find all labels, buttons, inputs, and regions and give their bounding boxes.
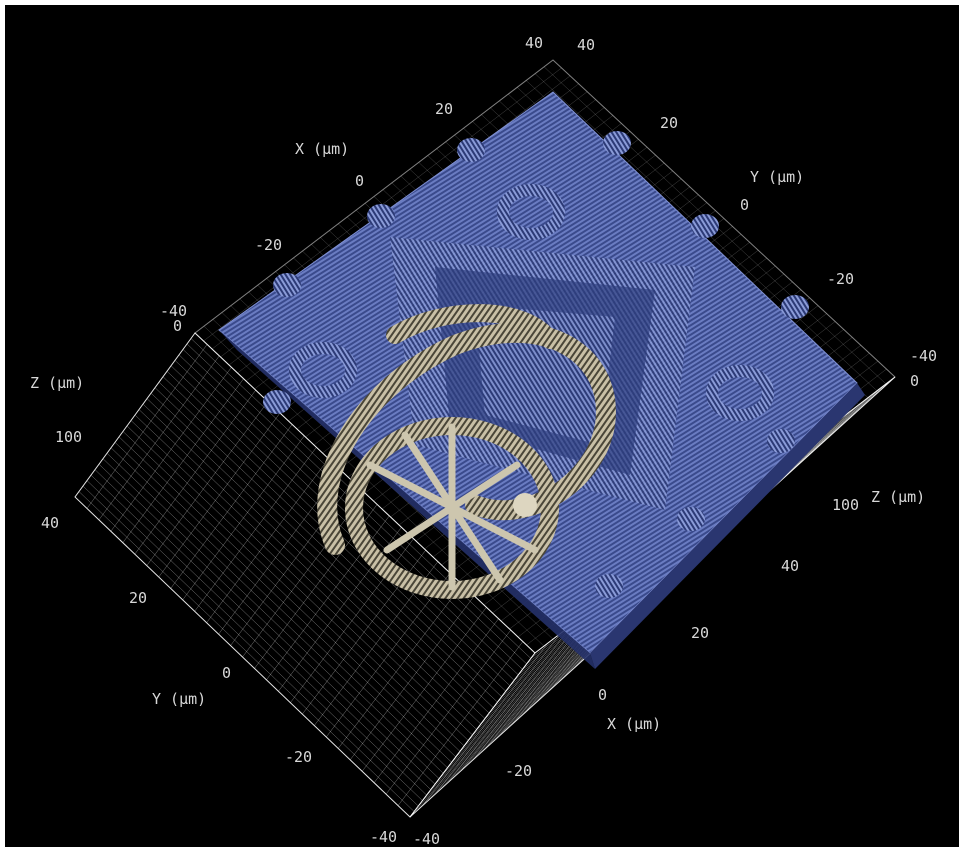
y-axis-top-tick-20: 20 (660, 114, 679, 132)
substrate-block (218, 91, 865, 669)
x-axis-top-tick-0: 0 (355, 172, 365, 190)
y-axis-bottom-tick-40: 40 (41, 514, 60, 532)
y-axis-bottom-tick-0: 0 (222, 664, 232, 682)
y-axis-bottom-tick-m40: -40 (370, 828, 398, 846)
y-axis-top-tick-0: 0 (740, 196, 750, 214)
z-axis-right-tick-0: 0 (910, 372, 920, 390)
x-axis-bottom-title: X (µm) (607, 715, 662, 733)
x-axis-bottom-tick-m40: -40 (413, 830, 441, 848)
y-axis-bottom-tick-20: 20 (129, 589, 148, 607)
z-axis-right-tick-100: 100 (832, 496, 860, 514)
x-axis-top-tick-40: 40 (525, 34, 544, 52)
y-axis-top-tick-m20: -20 (827, 270, 855, 288)
x-axis-bottom-tick-20: 20 (691, 624, 710, 642)
x-axis-top-title: X (µm) (295, 140, 350, 158)
y-axis-top-tick-m40: -40 (910, 347, 938, 365)
x-axis-top-tick-20: 20 (435, 100, 454, 118)
3d-viewport[interactable]: 40 20 0 -20 -40 X (µm) 40 20 0 -20 -40 Y… (5, 5, 959, 847)
y-axis-bottom-tick-m20: -20 (285, 748, 313, 766)
z-axis-right-title: Z (µm) (871, 488, 926, 506)
x-axis-bottom-tick-0: 0 (598, 686, 608, 704)
x-axis-top-tick-m40: -40 (160, 302, 188, 320)
y-axis-bottom-title: Y (µm) (152, 690, 207, 708)
y-axis-top-tick-40: 40 (577, 36, 596, 54)
3d-scene (74, 59, 896, 818)
y-axis-top-title: Y (µm) (750, 168, 805, 186)
helix-structure (317, 304, 616, 599)
z-axis-left-tick-100: 100 (55, 428, 83, 446)
z-axis-left-tick-0: 0 (173, 317, 183, 335)
z-axis-left-title: Z (µm) (30, 374, 85, 392)
x-axis-bottom-tick-m20: -20 (505, 762, 533, 780)
x-axis-top-tick-m20: -20 (255, 236, 283, 254)
x-axis-bottom-tick-40: 40 (781, 557, 800, 575)
